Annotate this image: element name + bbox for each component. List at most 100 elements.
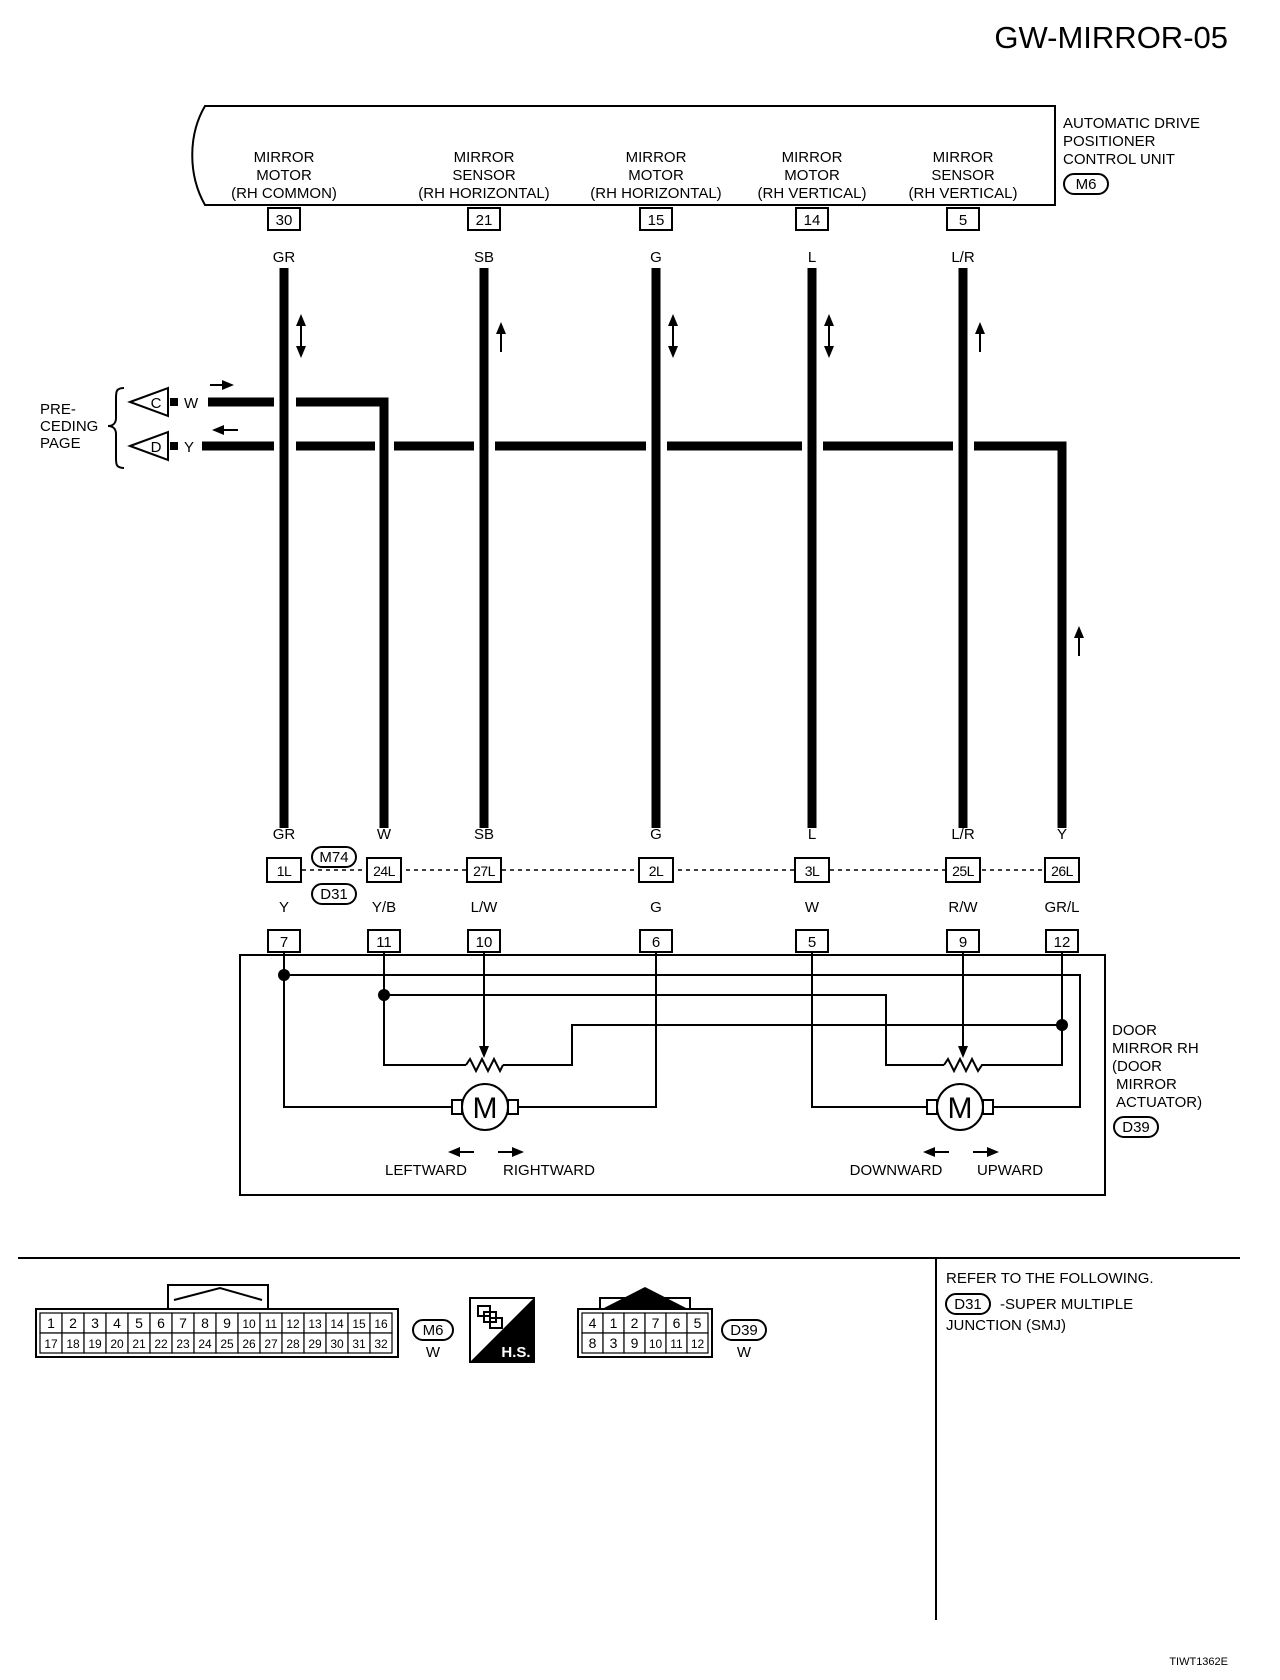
pin-number: 10 bbox=[476, 934, 493, 951]
terminal-label: MOTOR bbox=[784, 167, 840, 184]
figure-code: TIWT1362E bbox=[1169, 1656, 1228, 1668]
brace bbox=[107, 387, 125, 469]
connector-id-badge bbox=[1063, 173, 1109, 195]
hs-label: H.S. bbox=[501, 1344, 530, 1361]
wire-color: G bbox=[650, 249, 662, 266]
pin-number: 14 bbox=[330, 1317, 344, 1331]
reference-block: REFER TO THE FOLLOWING. D31 -SUPER MULTI… bbox=[945, 1270, 1154, 1334]
up-arrow-icon bbox=[1074, 626, 1084, 656]
pin-box bbox=[266, 857, 302, 883]
bidirectional-arrow-icon bbox=[296, 314, 306, 358]
pin-cell bbox=[686, 1332, 709, 1354]
pin-number: 5 bbox=[808, 934, 816, 951]
connector-id-badge bbox=[311, 883, 357, 905]
pin-number: 5 bbox=[694, 1315, 702, 1331]
refer-item-text: -SUPER MULTIPLE bbox=[1000, 1296, 1133, 1313]
connector-id-badge bbox=[945, 1293, 991, 1315]
pin-number: 4 bbox=[589, 1315, 597, 1331]
pin-number: 21 bbox=[132, 1337, 146, 1351]
junction-pin: 26L bbox=[1051, 863, 1074, 879]
mirror-name-line: MIRROR RH bbox=[1112, 1040, 1199, 1057]
preceding-label-line: PRE- bbox=[40, 401, 76, 418]
terminal-label: SENSOR bbox=[931, 167, 995, 184]
pin-number: 32 bbox=[374, 1337, 388, 1351]
wire-color: L/R bbox=[951, 826, 975, 843]
wire-color: W bbox=[805, 899, 820, 916]
pin-number: 14 bbox=[804, 212, 821, 229]
pin-number: 10 bbox=[242, 1317, 256, 1331]
direction-label: DOWNWARD bbox=[850, 1162, 943, 1179]
pin-number: 24 bbox=[198, 1337, 212, 1351]
pin-number: 16 bbox=[374, 1317, 388, 1331]
pin-box bbox=[467, 207, 501, 231]
pin-number: 12 bbox=[691, 1337, 705, 1351]
wire-color: Y bbox=[279, 899, 289, 916]
pin-number: 17 bbox=[44, 1337, 58, 1351]
junction-pin: 2L bbox=[649, 863, 664, 879]
pin-number: 26 bbox=[242, 1337, 256, 1351]
pin-number: 8 bbox=[201, 1315, 209, 1331]
mirror-name-line: (DOOR bbox=[1112, 1058, 1162, 1075]
pin-number: 12 bbox=[286, 1317, 300, 1331]
right-arrow-icon bbox=[210, 380, 234, 390]
pin-box bbox=[466, 857, 502, 883]
m6-connector-color: W bbox=[426, 1344, 441, 1361]
unit-terminal-14: MIRROR MOTOR (RH VERTICAL) 14 L bbox=[758, 149, 867, 266]
connector-id-badge bbox=[311, 846, 357, 868]
motor-symbol: M bbox=[473, 1092, 498, 1125]
m6-connector-id: M6 bbox=[423, 1322, 444, 1339]
pin-number: 5 bbox=[959, 212, 967, 229]
left-arrow-icon bbox=[448, 1147, 474, 1157]
pin-number: 29 bbox=[308, 1337, 322, 1351]
pin-number: 8 bbox=[589, 1335, 597, 1351]
connector-letter: D bbox=[151, 439, 162, 456]
unit-name-line: AUTOMATIC DRIVE bbox=[1063, 115, 1200, 132]
pin-number: 21 bbox=[476, 212, 493, 229]
terminal-label: (RH HORIZONTAL) bbox=[590, 185, 721, 202]
pin-number: 4 bbox=[113, 1315, 121, 1331]
pin-number: 2 bbox=[631, 1315, 639, 1331]
terminal-label: MIRROR bbox=[626, 149, 687, 166]
refer-item-id: D31 bbox=[954, 1296, 982, 1313]
wire-color: GR/L bbox=[1044, 899, 1079, 916]
pin-number: 2 bbox=[69, 1315, 77, 1331]
pin-box bbox=[794, 857, 830, 883]
pin-box bbox=[946, 207, 980, 231]
connector-latch bbox=[602, 1287, 688, 1309]
pin-number: 19 bbox=[88, 1337, 102, 1351]
pin-number: 7 bbox=[280, 934, 288, 951]
unit-terminal-15: MIRROR MOTOR (RH HORIZONTAL) 15 G bbox=[590, 149, 721, 266]
pin-number: 9 bbox=[223, 1315, 231, 1331]
pin-number: 30 bbox=[330, 1337, 344, 1351]
direction-label: UPWARD bbox=[977, 1162, 1043, 1179]
junction-connector-id: M74 bbox=[319, 849, 348, 866]
pin-box bbox=[267, 207, 301, 231]
unit-name-line: POSITIONER bbox=[1063, 133, 1156, 150]
junction-connector: GR W SB G L L/R Y 1L 24L 27L 2L 3L 25L 2… bbox=[266, 826, 1080, 916]
potentiometer bbox=[465, 1056, 504, 1074]
junction-pin: 24L bbox=[373, 863, 396, 879]
wire-color: L/W bbox=[471, 899, 499, 916]
motor-symbol: M bbox=[948, 1092, 973, 1125]
off-page-connector-d: D Y bbox=[127, 430, 194, 462]
pin-number: 12 bbox=[1054, 934, 1071, 951]
wire-color: L bbox=[808, 249, 816, 266]
pin-cell bbox=[369, 1332, 393, 1354]
pin-number: 25 bbox=[220, 1337, 234, 1351]
unit-connector-id: M6 bbox=[1076, 176, 1097, 193]
wire-color: L bbox=[808, 826, 816, 843]
right-motor: M DOWNWARD UPWARD bbox=[850, 1083, 1043, 1179]
pin-number: 3 bbox=[91, 1315, 99, 1331]
connector-id-badge bbox=[1113, 1116, 1159, 1138]
wire-color: Y bbox=[184, 439, 194, 456]
pin-box bbox=[366, 857, 402, 883]
direction-label: LEFTWARD bbox=[385, 1162, 467, 1179]
wire-color: R/W bbox=[948, 899, 978, 916]
mirror-internal-wiring bbox=[278, 952, 1081, 1108]
refer-heading: REFER TO THE FOLLOWING. bbox=[946, 1270, 1154, 1287]
bidirectional-arrow-icon bbox=[668, 314, 678, 358]
junction-pin: 25L bbox=[952, 863, 975, 879]
